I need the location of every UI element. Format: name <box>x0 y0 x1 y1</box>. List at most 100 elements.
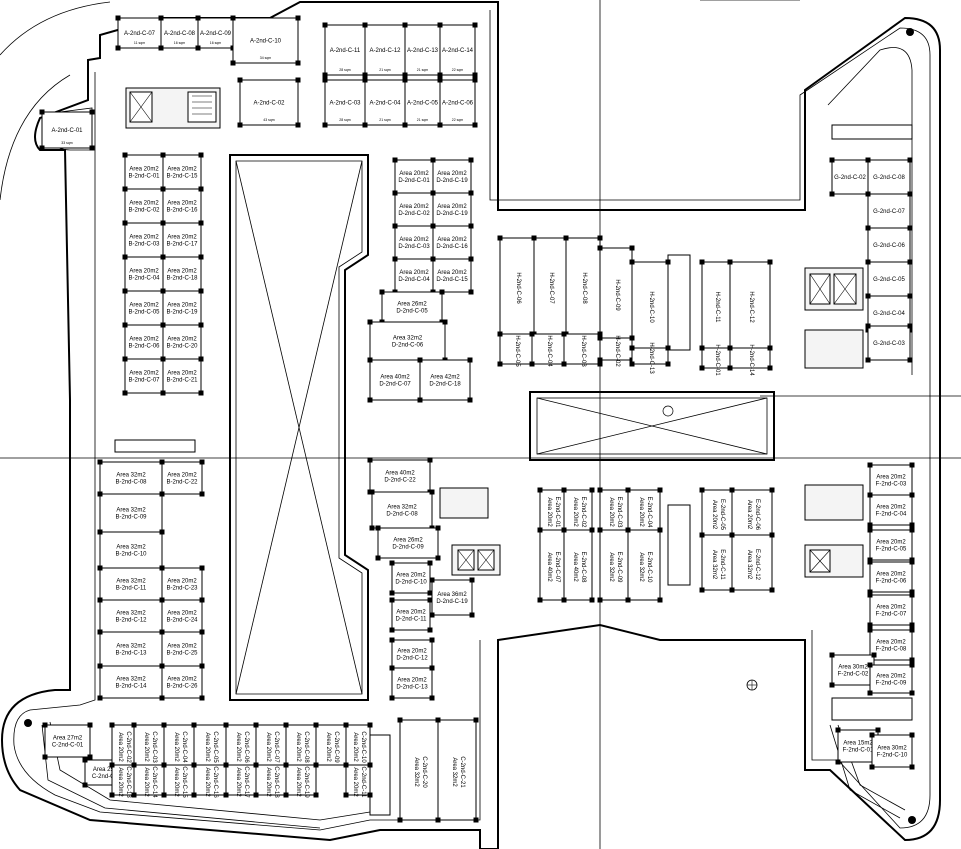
shop-h02[interactable]: H-2nd-C-02 <box>597 335 635 367</box>
shop-h05[interactable]: H-2nd-C-05 <box>497 331 535 368</box>
shop-h10[interactable]: H-2nd-C-10 <box>629 259 671 351</box>
shop-h13[interactable]: H-2nd-C-13 <box>629 342 671 374</box>
shop-g07[interactable]: G-2nd-C-07 <box>865 191 913 231</box>
shop-h04[interactable]: H-2nd-C-04 <box>529 331 567 368</box>
shop-h09[interactable]: H-2nd-C-09 <box>597 245 635 341</box>
shop-h08[interactable]: H-2nd-C-08 <box>563 235 603 337</box>
shop-g08[interactable]: G-2nd-C-08 <box>865 157 913 197</box>
shop-h14[interactable]: H-2nd-C-14 <box>727 344 773 376</box>
shop-h03[interactable]: H-2nd-C-03 <box>561 331 603 368</box>
shop-g05[interactable]: G-2nd-C-05 <box>865 259 913 299</box>
shop-h06[interactable]: H-2nd-C-06 <box>497 235 537 337</box>
shop-g03[interactable]: G-2nd-C-03 <box>865 323 913 363</box>
shop-h12[interactable]: H-2nd-C-12 <box>727 259 773 351</box>
